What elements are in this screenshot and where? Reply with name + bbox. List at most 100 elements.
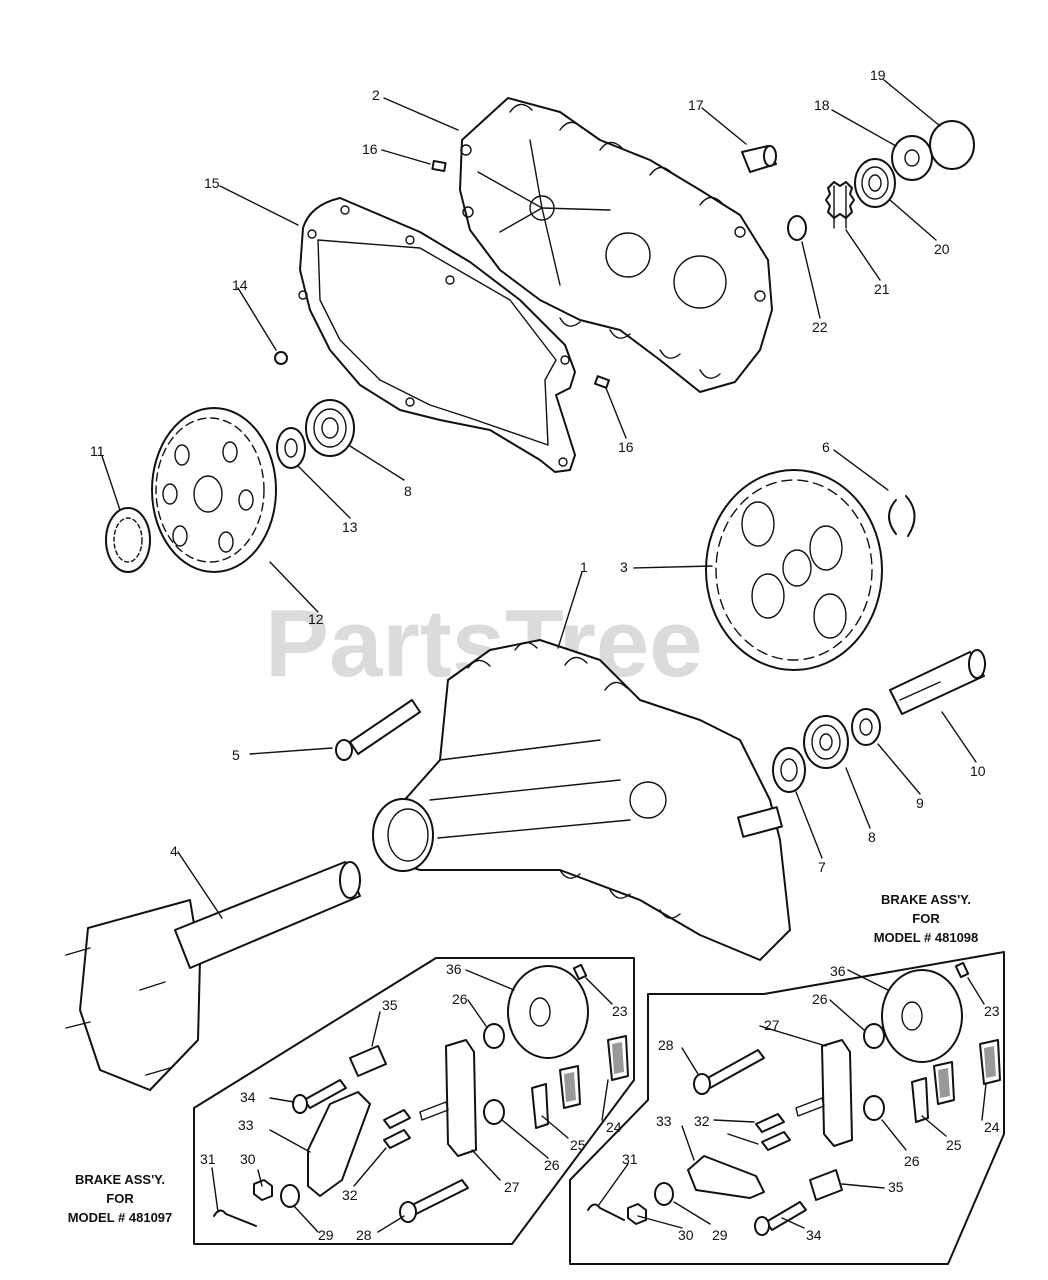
callout-32-481097: 32 — [342, 1187, 358, 1203]
part-2-upper-housing — [459, 97, 773, 393]
part-13-washer — [276, 427, 306, 469]
callout-35-481097: 35 — [382, 997, 398, 1013]
part-32-pin-481097 — [383, 1109, 411, 1129]
callout-14: 14 — [232, 277, 248, 293]
callout-25-481097: 25 — [570, 1137, 586, 1153]
callout-30-481098: 30 — [678, 1227, 694, 1243]
part-23-key-481097 — [572, 963, 588, 981]
callouts-main: 1 2 3 4 5 6 7 8 8 9 10 11 12 13 14 15 16… — [90, 67, 986, 875]
callout-7: 7 — [818, 859, 826, 875]
callout-33-481097: 33 — [238, 1117, 254, 1133]
part-14-ball — [274, 351, 288, 365]
callout-34-481097: 34 — [240, 1089, 256, 1105]
svg-text:MODEL # 481098: MODEL # 481098 — [874, 930, 979, 945]
part-23-key-481098 — [954, 961, 970, 979]
part-36-disc-481097 — [507, 965, 589, 1059]
callout-2: 2 — [372, 87, 380, 103]
part-31-cotter-pin-481098 — [587, 1203, 625, 1221]
callout-30-481097: 30 — [240, 1151, 256, 1167]
callout-29-481098: 29 — [712, 1227, 728, 1243]
svg-text:MODEL # 481097: MODEL # 481097 — [68, 1210, 173, 1225]
part-30-nut-481097 — [253, 1179, 273, 1201]
svg-text:BRAKE ASS'Y.: BRAKE ASS'Y. — [881, 892, 971, 907]
part-18-washer — [891, 135, 933, 181]
part-25-plate-481098 — [911, 1077, 929, 1123]
part-25-plate-481097 — [531, 1083, 549, 1129]
part-17-bushing — [741, 145, 777, 173]
part-32-pin-481098 — [755, 1113, 785, 1133]
callout-16-upper: 16 — [362, 141, 378, 157]
callout-10: 10 — [970, 763, 986, 779]
callout-36-481097: 36 — [446, 961, 462, 977]
part-31-cotter-pin-481097 — [213, 1209, 257, 1227]
callout-35-481098: 35 — [888, 1179, 904, 1195]
callout-25-481098: 25 — [946, 1137, 962, 1153]
part-19-snap-ring — [929, 120, 975, 170]
callout-29-481097: 29 — [318, 1227, 334, 1243]
callout-23-481097: 23 — [612, 1003, 628, 1019]
part-27-lever-481098 — [821, 1039, 853, 1147]
part-7-seal — [772, 747, 806, 793]
callout-28-481098: 28 — [658, 1037, 674, 1053]
callout-27-481097: 27 — [504, 1179, 520, 1195]
part-16-dowel-pin-upper — [431, 160, 447, 172]
callout-6: 6 — [822, 439, 830, 455]
callout-8-lower: 8 — [868, 829, 876, 845]
callout-20: 20 — [934, 241, 950, 257]
brake-box-481098 — [569, 951, 1005, 1265]
part-1-lower-housing — [372, 639, 791, 961]
part-8-bearing-lower — [803, 715, 849, 769]
part-5-bolt — [335, 699, 421, 761]
part-22-washer — [787, 215, 807, 241]
callout-31-481098: 31 — [622, 1151, 638, 1167]
part-34-pin-481097 — [303, 1079, 347, 1109]
part-10-shaft — [889, 649, 986, 715]
callout-19: 19 — [870, 67, 886, 83]
part-26-bushing-481098 — [863, 1023, 885, 1049]
part-30-nut-481098 — [627, 1203, 647, 1225]
callout-27-481098: 27 — [764, 1017, 780, 1033]
callout-4: 4 — [170, 843, 178, 859]
part-35-sleeve-481098 — [809, 1169, 843, 1201]
callout-24-481097: 24 — [606, 1119, 622, 1135]
callout-23-481098: 23 — [984, 1003, 1000, 1019]
part-26-bushing-481098b — [863, 1095, 885, 1121]
callout-26-481098-upper: 26 — [812, 991, 828, 1007]
part-3-large-gear — [705, 469, 883, 671]
callout-11: 11 — [90, 443, 105, 459]
part-29-washer-481097 — [280, 1184, 300, 1208]
callout-5: 5 — [232, 747, 240, 763]
brake-481098-parts — [587, 961, 1001, 1236]
brake-label-481097: BRAKE ASS'Y. FOR MODEL # 481097 — [68, 1172, 173, 1225]
svg-text:FOR: FOR — [106, 1191, 134, 1206]
part-16-dowel-pin-lower — [593, 375, 611, 389]
part-9-washer — [851, 708, 881, 746]
callout-3: 3 — [620, 559, 628, 575]
part-6-retaining-clip — [888, 495, 916, 537]
part-27-lever-481097 — [445, 1039, 477, 1157]
part-33-brake-arm-481097 — [307, 1091, 371, 1197]
part-11-pinion-gear — [105, 507, 151, 573]
callout-36-481098: 36 — [830, 963, 846, 979]
callouts-brake-481098: 23 24 25 26 26 27 28 29 30 31 32 33 34 3… — [622, 963, 1000, 1243]
callout-28-481097: 28 — [356, 1227, 372, 1243]
callout-26-481097-upper: 26 — [452, 991, 468, 1007]
part-26-bushing-481097 — [483, 1023, 505, 1049]
callout-8-upper: 8 — [404, 483, 412, 499]
part-35-sleeve-481097 — [349, 1045, 387, 1077]
callout-13: 13 — [342, 519, 358, 535]
callout-22: 22 — [812, 319, 828, 335]
part-26-bushing-481097b — [483, 1099, 505, 1125]
callout-32-481098: 32 — [694, 1113, 710, 1129]
part-12-gear — [151, 407, 277, 573]
part-32-pin-481097b — [383, 1129, 411, 1149]
callout-9: 9 — [916, 795, 924, 811]
brake-label-481098: BRAKE ASS'Y. FOR MODEL # 481098 — [874, 892, 979, 945]
part-29-washer-481098 — [654, 1182, 674, 1206]
svg-text:FOR: FOR — [912, 911, 940, 926]
callout-31-481097: 31 — [200, 1151, 216, 1167]
callout-17: 17 — [688, 97, 704, 113]
leader-lines — [101, 79, 987, 1233]
callout-15: 15 — [204, 175, 220, 191]
